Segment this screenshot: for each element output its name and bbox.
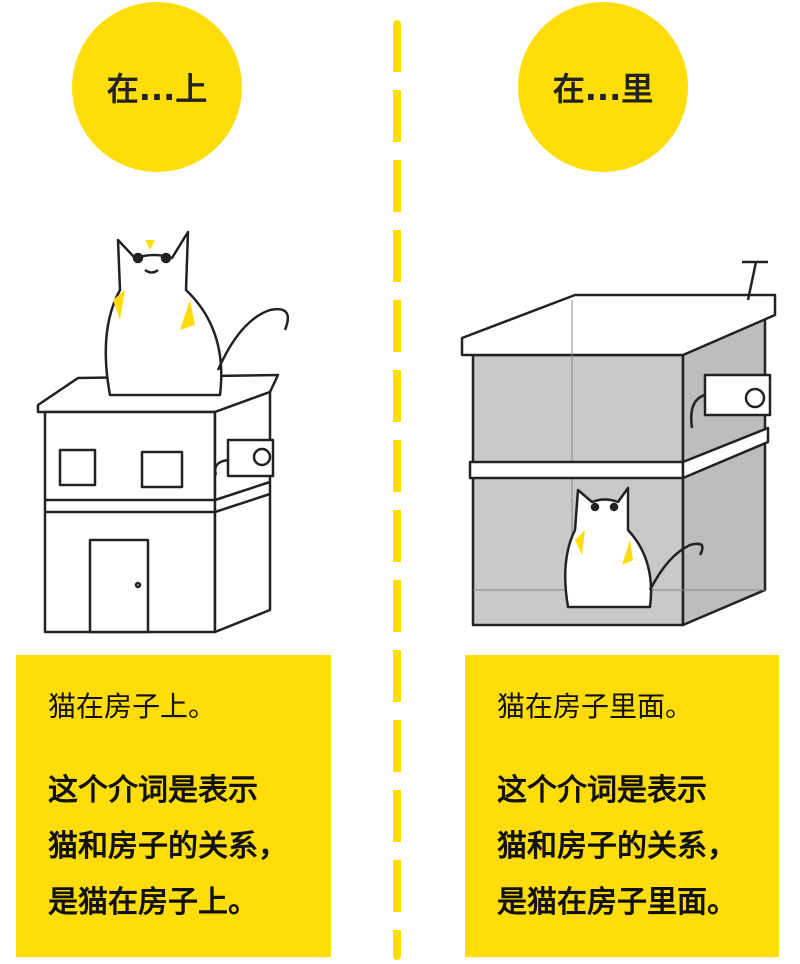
sentence-on: 猫在房子上。 <box>48 690 217 723</box>
badge-on: 在...上 <box>72 2 242 172</box>
cat-inside-box <box>563 486 704 609</box>
badge-on-label: 在...上 <box>106 70 208 108</box>
explanation-line: 是猫在房子上。 <box>48 885 258 920</box>
caption-on: 猫在房子上。 这个介词是表示 猫和房子的关系， 是猫在房子上。 <box>16 655 331 957</box>
house-with-cat-on-top <box>36 230 290 634</box>
open-box-with-cat-inside <box>460 260 777 627</box>
badge-in: 在...里 <box>518 2 688 172</box>
explanation-line: 猫和房子的关系， <box>497 829 737 864</box>
sentence-in: 猫在房子里面。 <box>497 690 694 723</box>
explanation-line: 是猫在房子里面。 <box>497 885 737 920</box>
explanation-line: 这个介词是表示 <box>48 773 258 808</box>
caption-in: 猫在房子里面。 这个介词是表示 猫和房子的关系， 是猫在房子里面。 <box>465 655 779 957</box>
cat-on-roof <box>104 230 290 397</box>
explanation-line: 这个介词是表示 <box>497 773 707 808</box>
badge-in-label: 在...里 <box>552 70 654 108</box>
explanation-line: 猫和房子的关系， <box>48 829 288 864</box>
dashed-divider <box>393 20 401 960</box>
